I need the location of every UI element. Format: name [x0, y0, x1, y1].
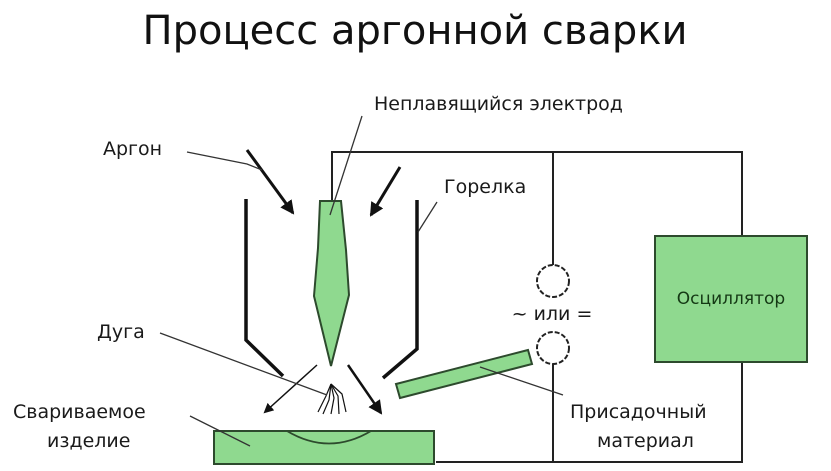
- filler-label-line1: Присадочный: [570, 401, 707, 423]
- electrode-label: Неплавящийся электрод: [374, 93, 623, 115]
- argon-label: Аргон: [103, 138, 162, 160]
- workpiece-label-line1: Свариваемое: [13, 401, 146, 423]
- arc-label: Дуга: [97, 321, 145, 343]
- circuit-wiring: [331, 151, 743, 463]
- power-terminal-top: [536, 264, 570, 298]
- leader-lines: [159, 115, 564, 447]
- argon-flow-arrows: [245, 149, 402, 415]
- torch-walls: [244, 199, 419, 380]
- welding-arc: [317, 383, 347, 415]
- oscillator-label: Осциллятор: [677, 289, 785, 309]
- current-type-label: ~ или =: [512, 303, 593, 325]
- filler-label-line2: материал: [597, 430, 694, 452]
- filler-rod: [394, 348, 534, 400]
- workpiece-label-line2: изделие: [47, 430, 130, 452]
- workpiece: [213, 430, 435, 465]
- diagram-title: Процесс аргонной сварки: [143, 8, 688, 54]
- torch-label: Горелка: [444, 176, 526, 198]
- power-terminal-bottom: [536, 331, 570, 365]
- oscillator-box: Осциллятор: [654, 235, 808, 363]
- tungsten-electrode: [312, 200, 351, 367]
